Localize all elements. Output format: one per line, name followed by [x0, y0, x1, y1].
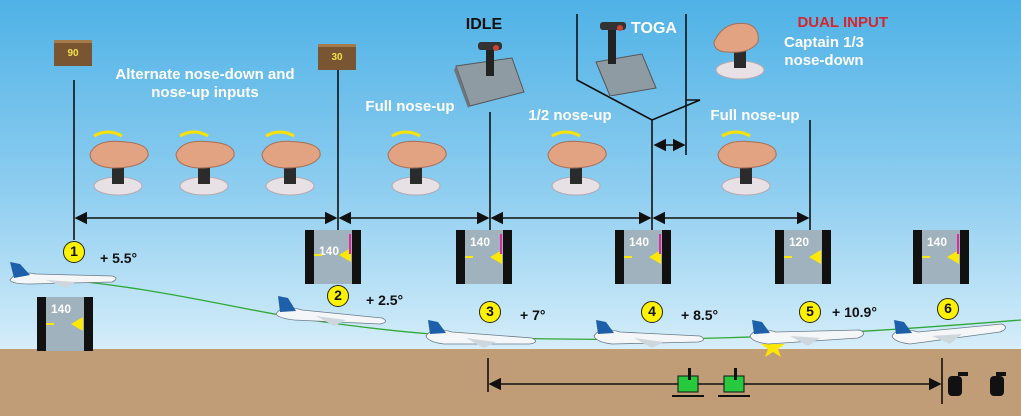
speed-tape-3: 140 — [456, 230, 512, 284]
speed-value: 120 — [789, 235, 810, 249]
speed-value: 140 — [51, 302, 72, 316]
label-full-noseup-2: Full nose-up — [710, 107, 800, 124]
pitch-4: + 8.5° — [681, 307, 719, 323]
label-toga: TOGA — [631, 20, 677, 37]
speed-value: 140 — [470, 235, 491, 249]
step-badge-6: 6 — [937, 298, 959, 320]
sidestick-hand-icon — [547, 130, 607, 196]
pitch-1: + 5.5° — [100, 250, 138, 266]
sidestick-hand-icon — [387, 130, 447, 196]
step-badge-5: 5 — [799, 301, 821, 323]
height-sign-90: 90 — [54, 40, 92, 66]
label-captain: Captain 1/3 nose-down — [783, 34, 865, 69]
sidestick-hand-icon — [89, 130, 149, 196]
height-sign-30: 30 — [318, 44, 356, 70]
throttle-toga-icon — [590, 16, 662, 96]
speed-value: 140 — [927, 235, 948, 249]
step-badge-3: 3 — [479, 301, 501, 323]
speed-tape-2: 140 — [305, 230, 361, 284]
speed-value: 140 — [629, 235, 650, 249]
label-full-noseup-1: Full nose-up — [365, 98, 455, 115]
sidestick-hand-icon — [261, 130, 321, 196]
sidestick-hand-icon — [717, 130, 777, 196]
aircraft-icon — [275, 296, 386, 326]
sidestick-captain-icon — [713, 22, 765, 80]
aircraft-icon — [749, 320, 864, 346]
speed-tape-6: 140 — [913, 230, 969, 284]
speed-tape-4: 140 — [615, 230, 671, 284]
speed-tape-1: 140 — [37, 297, 93, 351]
step-badge-1: 1 — [63, 241, 85, 263]
aircraft-icon — [593, 320, 704, 348]
step-badge-2: 2 — [327, 285, 349, 307]
pitch-2: + 2.5° — [366, 292, 404, 308]
throttle-idle-icon — [450, 36, 530, 108]
speed-value: 140 — [319, 244, 340, 258]
label-half-noseup: 1/2 nose-up — [528, 107, 612, 124]
main-gear-icon — [672, 368, 750, 397]
sidestick-hand-icon — [175, 130, 235, 196]
pitch-3: + 7° — [520, 307, 546, 323]
label-alternate-inputs: Alternate nose-down and nose-up inputs — [115, 66, 295, 101]
tailstrike-star — [761, 336, 785, 357]
nose-gear-icon — [948, 372, 1006, 396]
step-badge-4: 4 — [641, 301, 663, 323]
label-idle: IDLE — [465, 16, 503, 33]
aircraft-icon — [891, 320, 1006, 345]
pitch-5: + 10.9° — [832, 304, 877, 320]
speed-tape-5: 120 — [775, 230, 831, 284]
aircraft-icon — [9, 262, 117, 288]
aircraft-icon — [425, 320, 536, 348]
label-dual-input: DUAL INPUT — [797, 14, 888, 31]
